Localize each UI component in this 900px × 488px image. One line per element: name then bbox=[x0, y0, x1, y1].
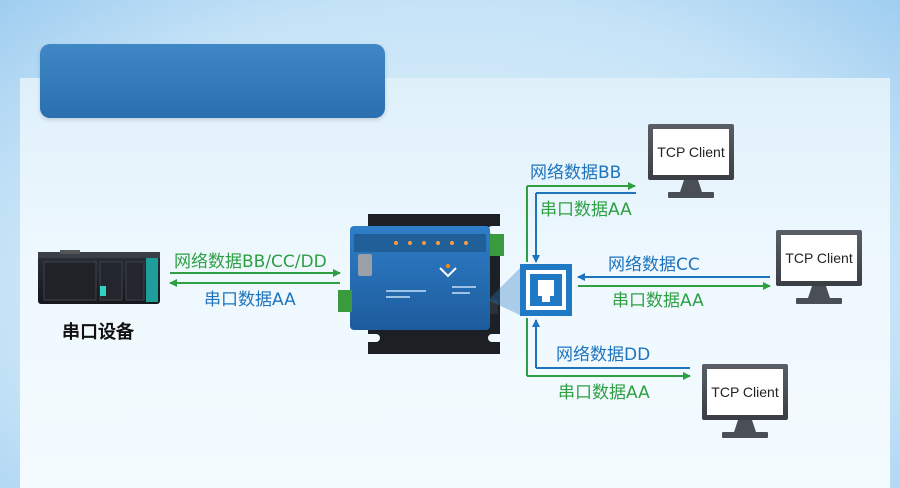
label-network-data-cc: 网络数据CC bbox=[608, 255, 700, 275]
rj45-port-icon bbox=[488, 264, 572, 316]
label-network-data-bb-cc-dd: 网络数据BB/CC/DD bbox=[174, 252, 327, 272]
label-serial-data-aa-bottom: 串口数据AA bbox=[558, 383, 650, 403]
tcp-client-monitor-bottom: TCP Client bbox=[702, 364, 788, 438]
serial-server-icon bbox=[338, 214, 504, 354]
label-serial-data-aa-left: 串口数据AA bbox=[204, 290, 296, 310]
tcp-client-monitor-mid: TCP Client bbox=[776, 230, 862, 304]
serial-device-icon bbox=[38, 250, 160, 304]
serial-device-label: 串口设备 bbox=[62, 322, 134, 343]
label-network-data-bb: 网络数据BB bbox=[530, 163, 622, 183]
label-serial-data-aa-mid: 串口数据AA bbox=[612, 291, 704, 311]
tcp-client-label: TCP Client bbox=[785, 250, 853, 266]
tcp-client-monitor-top: TCP Client bbox=[648, 124, 734, 198]
label-network-data-dd: 网络数据DD bbox=[556, 345, 651, 365]
header-tab bbox=[40, 44, 385, 118]
tcp-client-label: TCP Client bbox=[711, 384, 779, 400]
label-serial-data-aa-top: 串口数据AA bbox=[540, 200, 632, 220]
tcp-client-label: TCP Client bbox=[657, 144, 725, 160]
